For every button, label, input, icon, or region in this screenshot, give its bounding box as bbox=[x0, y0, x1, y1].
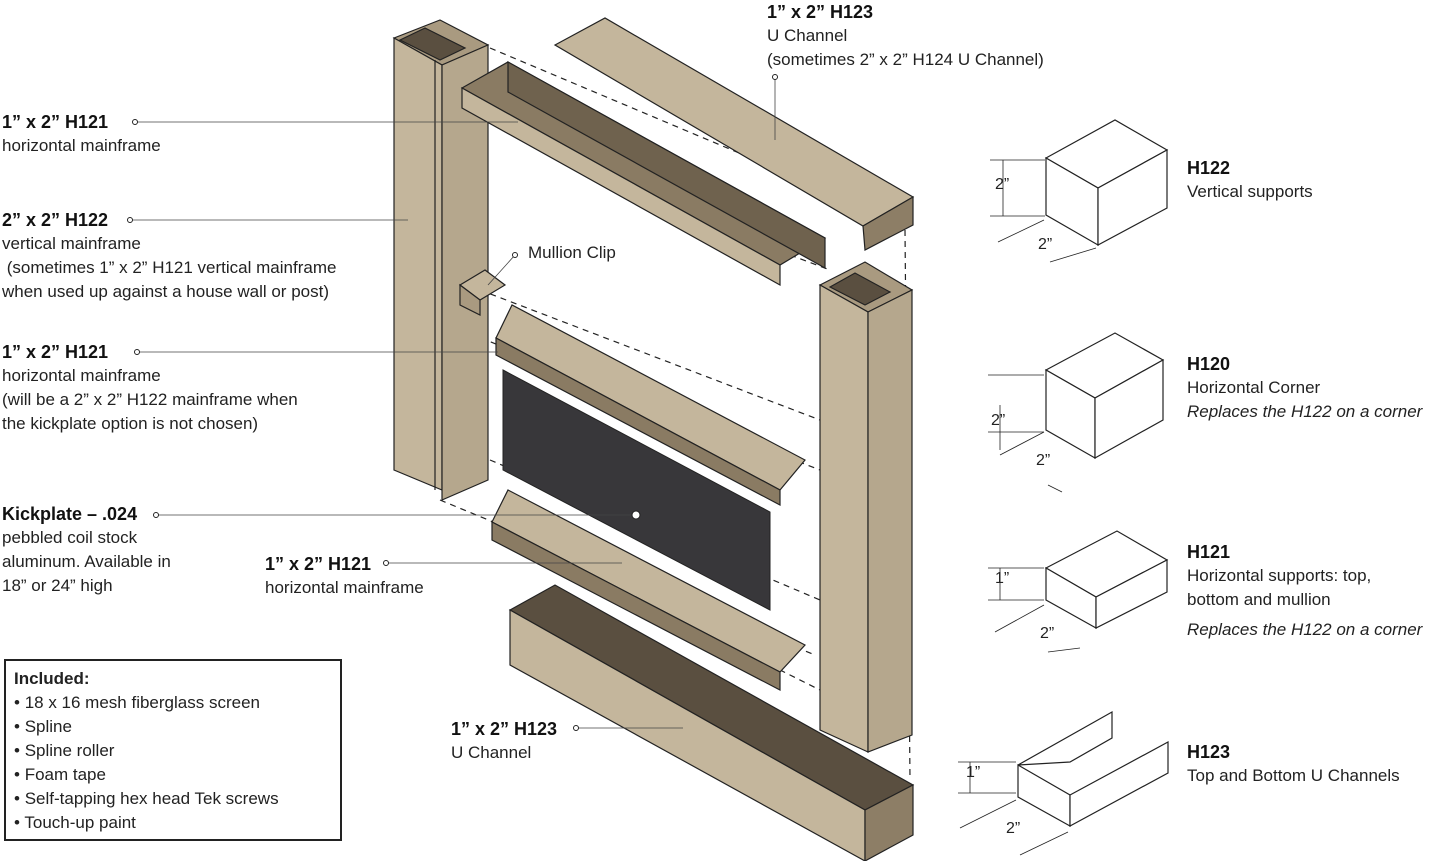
profile-title: H121 bbox=[1187, 542, 1231, 562]
profile-h120-width-dim: 2” bbox=[1036, 452, 1051, 469]
low-horizontal-mainframe bbox=[491, 489, 806, 691]
included-item: Touch-up paint bbox=[14, 811, 332, 835]
profile-h122-drawing bbox=[1044, 119, 1169, 247]
profile-note: Replaces the H122 on a corner bbox=[1187, 402, 1423, 421]
label-line: when used up against a house wall or pos… bbox=[2, 282, 329, 301]
profile-h121-dims bbox=[988, 567, 1081, 653]
label-middle-horizontal-mainframe: 1” x 2” H121 horizontal mainframe (will … bbox=[2, 340, 298, 436]
label-line: the kickplate option is not chosen) bbox=[2, 414, 259, 433]
profile-line: Horizontal supports: top, bbox=[1187, 566, 1372, 585]
profile-line: Horizontal Corner bbox=[1187, 378, 1321, 397]
included-item: Self-tapping hex head Tek screws bbox=[14, 787, 332, 811]
middle-horizontal-mainframe bbox=[495, 304, 806, 506]
label-title: Mullion Clip bbox=[528, 243, 616, 262]
profile-h120-drawing bbox=[1044, 332, 1165, 460]
included-list: 18 x 16 mesh fiberglass screen Spline Sp… bbox=[14, 691, 332, 835]
profile-h122-label: H122 Vertical supports bbox=[1187, 156, 1313, 204]
profile-line: Vertical supports bbox=[1187, 182, 1313, 201]
label-line: (sometimes 1” x 2” H121 vertical mainfra… bbox=[2, 258, 337, 277]
left-vertical-mainframe bbox=[392, 19, 490, 501]
profile-h123-height-dim: 1” bbox=[966, 764, 981, 781]
label-title: 2” x 2” H122 bbox=[2, 210, 109, 230]
profile-h121-drawing bbox=[1044, 530, 1169, 630]
included-items-box: Included: 18 x 16 mesh fiberglass screen… bbox=[4, 659, 342, 841]
profile-h121-label: H121 Horizontal supports: top, bottom an… bbox=[1187, 540, 1371, 612]
label-line: (will be a 2” x 2” H122 mainframe when bbox=[2, 390, 298, 409]
profile-line: Top and Bottom U Channels bbox=[1187, 766, 1400, 785]
label-title: Kickplate – .024 bbox=[2, 504, 138, 524]
kickplate-panel bbox=[502, 369, 771, 611]
label-vertical-mainframe: 2” x 2” H122 vertical mainframe (sometim… bbox=[2, 208, 336, 304]
label-line: 18” or 24” high bbox=[2, 576, 113, 595]
label-title: 1” x 2” H123 bbox=[767, 2, 874, 22]
label-top-horizontal-mainframe: 1” x 2” H121 horizontal mainframe bbox=[2, 110, 161, 158]
label-line: horizontal mainframe bbox=[2, 136, 161, 155]
profile-title: H120 bbox=[1187, 354, 1231, 374]
profile-title: H123 bbox=[1187, 742, 1231, 762]
label-line: aluminum. Available in bbox=[2, 552, 171, 571]
profile-h122-width-dim: 2” bbox=[1038, 236, 1053, 253]
label-line: U Channel bbox=[451, 743, 532, 762]
profile-h123-label: H123 Top and Bottom U Channels bbox=[1187, 740, 1400, 788]
profile-h123-drawing bbox=[1017, 710, 1169, 828]
top-horizontal-mainframe bbox=[460, 60, 827, 287]
top-u-channel bbox=[553, 17, 915, 251]
included-item: 18 x 16 mesh fiberglass screen bbox=[14, 691, 332, 715]
profile-note: Replaces the H122 on a corner bbox=[1187, 620, 1423, 639]
profile-line: bottom and mullion bbox=[1187, 590, 1331, 609]
profile-h123-width-dim: 2” bbox=[1006, 820, 1021, 837]
included-item: Spline bbox=[14, 715, 332, 739]
mullion-clip bbox=[458, 269, 507, 316]
label-line: (sometimes 2” x 2” H124 U Channel) bbox=[767, 50, 1044, 69]
profile-h121-height-dim: 1” bbox=[995, 570, 1010, 587]
label-top-u-channel: 1” x 2” H123 U Channel (sometimes 2” x 2… bbox=[767, 0, 1044, 72]
profile-h122-dims bbox=[990, 159, 1097, 263]
profile-h123-dims bbox=[958, 761, 1069, 856]
leader-lines bbox=[130, 77, 776, 729]
label-line: pebbled coil stock bbox=[2, 528, 138, 547]
included-heading: Included: bbox=[14, 669, 90, 688]
bottom-u-channel bbox=[508, 584, 915, 861]
profile-h120-dims bbox=[988, 374, 1063, 493]
profile-h120-label: H120 Horizontal Corner Replaces the H122… bbox=[1187, 352, 1422, 424]
label-low-horizontal-mainframe: 1” x 2” H121 horizontal mainframe bbox=[265, 552, 424, 600]
label-mullion-clip: Mullion Clip bbox=[528, 241, 616, 265]
label-bottom-u-channel: 1” x 2” H123 U Channel bbox=[451, 717, 557, 765]
profile-h120-height-dim: 2” bbox=[991, 412, 1006, 429]
profile-h122-height-dim: 2” bbox=[995, 176, 1010, 193]
profile-title: H122 bbox=[1187, 158, 1231, 178]
profile-h121-width-dim: 2” bbox=[1040, 625, 1055, 642]
label-line: horizontal mainframe bbox=[2, 366, 161, 385]
label-title: 1” x 2” H121 bbox=[265, 554, 372, 574]
label-line: vertical mainframe bbox=[2, 234, 141, 253]
label-line: U Channel bbox=[767, 26, 848, 45]
label-line: horizontal mainframe bbox=[265, 578, 424, 597]
included-item: Foam tape bbox=[14, 763, 332, 787]
label-title: 1” x 2” H121 bbox=[2, 342, 109, 362]
label-title: 1” x 2” H123 bbox=[451, 719, 558, 739]
included-item: Spline roller bbox=[14, 739, 332, 763]
leader-dots bbox=[127, 74, 778, 731]
right-vertical-mainframe bbox=[818, 261, 914, 753]
label-title: 1” x 2” H121 bbox=[2, 112, 109, 132]
profile-h121-note: Replaces the H122 on a corner bbox=[1187, 618, 1422, 642]
label-kickplate: Kickplate – .024 pebbled coil stock alum… bbox=[2, 502, 171, 598]
